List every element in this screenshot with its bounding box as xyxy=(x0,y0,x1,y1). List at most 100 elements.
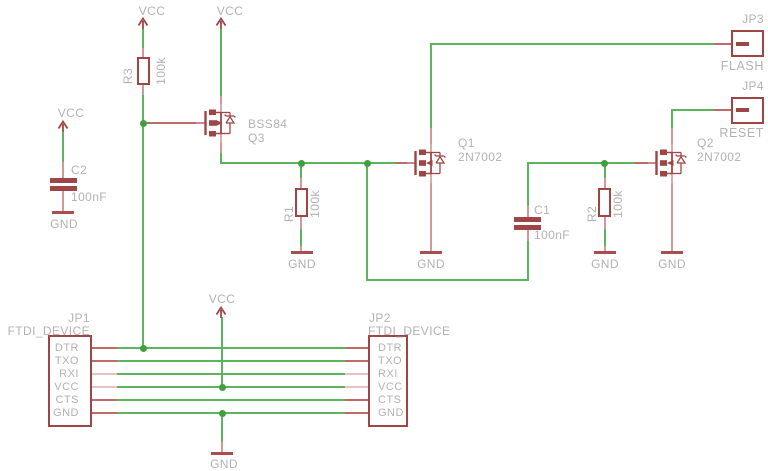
vcc-arrow-icon xyxy=(215,16,227,29)
resistor-name: R1 xyxy=(282,205,296,223)
capacitor-value: 100nF xyxy=(71,190,108,204)
pin-lead xyxy=(671,183,673,252)
jp4-pin-stub xyxy=(714,109,732,111)
gnd-bar xyxy=(211,452,233,455)
capacitor-name: C1 xyxy=(534,203,551,217)
wire xyxy=(300,163,302,178)
connector-jp3-pin xyxy=(736,42,749,46)
pin-lead xyxy=(300,178,302,188)
mosfet-value: 2N7002 xyxy=(458,149,503,164)
pin-stub xyxy=(92,386,117,388)
gnd-label: GND xyxy=(50,217,78,231)
junction-dot xyxy=(140,345,147,352)
pin-lead xyxy=(220,96,222,104)
pin-stub xyxy=(92,360,117,362)
wire-txo xyxy=(117,360,345,362)
pin-stub xyxy=(345,373,368,375)
pin-label-rxi: RXI xyxy=(59,368,79,380)
mosfet-q1-labels: Q1 2N7002 xyxy=(458,136,503,164)
wire xyxy=(366,162,368,281)
connector-name: JP2 xyxy=(369,311,391,325)
resistor-name: R3 xyxy=(121,67,135,85)
mosfet-value: BSS84 xyxy=(248,117,288,131)
wire-cts xyxy=(117,399,345,401)
pin-lead xyxy=(671,128,673,144)
pin-label-cts: CTS xyxy=(55,394,79,406)
junction-dot xyxy=(219,384,226,391)
gate-stub xyxy=(396,162,407,164)
wire xyxy=(527,162,529,206)
connector-value: FLASH xyxy=(720,59,764,73)
pin-lead xyxy=(62,191,64,212)
gnd-label: GND xyxy=(210,457,238,471)
gnd-bar xyxy=(594,251,616,254)
resistor-value: 100k xyxy=(154,57,168,85)
vcc-arrow-icon xyxy=(137,16,149,29)
mosfet-q3-symbol xyxy=(196,103,236,143)
mosfet-q2-labels: Q2 2N7002 xyxy=(697,136,742,164)
connector-jp1-box xyxy=(48,335,92,427)
wire xyxy=(671,109,714,111)
junction-dot xyxy=(298,160,305,167)
mosfet-value: 2N7002 xyxy=(697,149,742,164)
pin-stub xyxy=(345,412,368,414)
wire xyxy=(527,241,529,281)
vcc-arrow-icon xyxy=(215,305,227,318)
pin-label-txo: TXO xyxy=(54,355,79,367)
gnd-label: GND xyxy=(417,257,445,271)
junction-dot xyxy=(140,120,147,127)
pin-lead xyxy=(300,246,302,253)
pin-stub xyxy=(92,347,117,349)
capacitor-c1-plate xyxy=(514,225,541,230)
pin-stub xyxy=(345,386,368,388)
connector-name: JP4 xyxy=(742,79,764,93)
connector-name: JP1 xyxy=(68,311,90,325)
gnd-bar xyxy=(420,251,442,254)
vcc-label: VCC xyxy=(57,106,85,120)
connector-jp2-box xyxy=(368,335,408,427)
pin-lead xyxy=(604,178,606,188)
resistor-r2-body xyxy=(598,188,611,217)
wire xyxy=(430,43,432,128)
pin-stub xyxy=(92,399,117,401)
wire xyxy=(221,317,223,388)
pin-lead xyxy=(430,128,432,144)
connector-value: FTDI_DEVICE xyxy=(7,324,90,338)
pin-label-gnd: GND xyxy=(378,407,404,419)
wire xyxy=(220,162,397,164)
gnd-bar xyxy=(661,251,683,254)
gnd-bar xyxy=(52,211,74,214)
connector-value: FTDI_DEVICE xyxy=(368,324,451,338)
resistor-r1-body xyxy=(295,188,308,217)
wire xyxy=(527,162,635,164)
mosfet-q1-symbol xyxy=(406,143,446,183)
wire xyxy=(430,43,714,45)
junction-dot xyxy=(364,160,371,167)
pin-lead xyxy=(220,143,222,153)
wire xyxy=(604,163,606,178)
junction-dot xyxy=(601,160,608,167)
connector-jp4-pin xyxy=(736,108,749,112)
wire xyxy=(220,152,222,164)
pin-lead xyxy=(221,442,223,452)
gate-stub xyxy=(144,122,196,124)
pin-lead xyxy=(527,230,529,241)
wire xyxy=(671,109,673,128)
vcc-label: VCC xyxy=(138,4,166,18)
pin-label-dtr: DTR xyxy=(54,342,79,354)
pin-lead xyxy=(142,48,144,57)
wire xyxy=(604,229,606,246)
wire xyxy=(142,29,144,48)
pin-stub xyxy=(345,360,368,362)
resistor-name: R2 xyxy=(585,205,599,223)
wire xyxy=(62,132,64,162)
wire-dtr xyxy=(117,347,345,349)
capacitor-c1-plate xyxy=(514,217,541,222)
resistor-value: 100k xyxy=(611,190,625,218)
pin-lead xyxy=(300,217,302,229)
wire xyxy=(221,414,223,442)
wire xyxy=(220,29,222,96)
wire-vcc xyxy=(117,386,345,388)
pin-label-cts: CTS xyxy=(378,394,402,406)
